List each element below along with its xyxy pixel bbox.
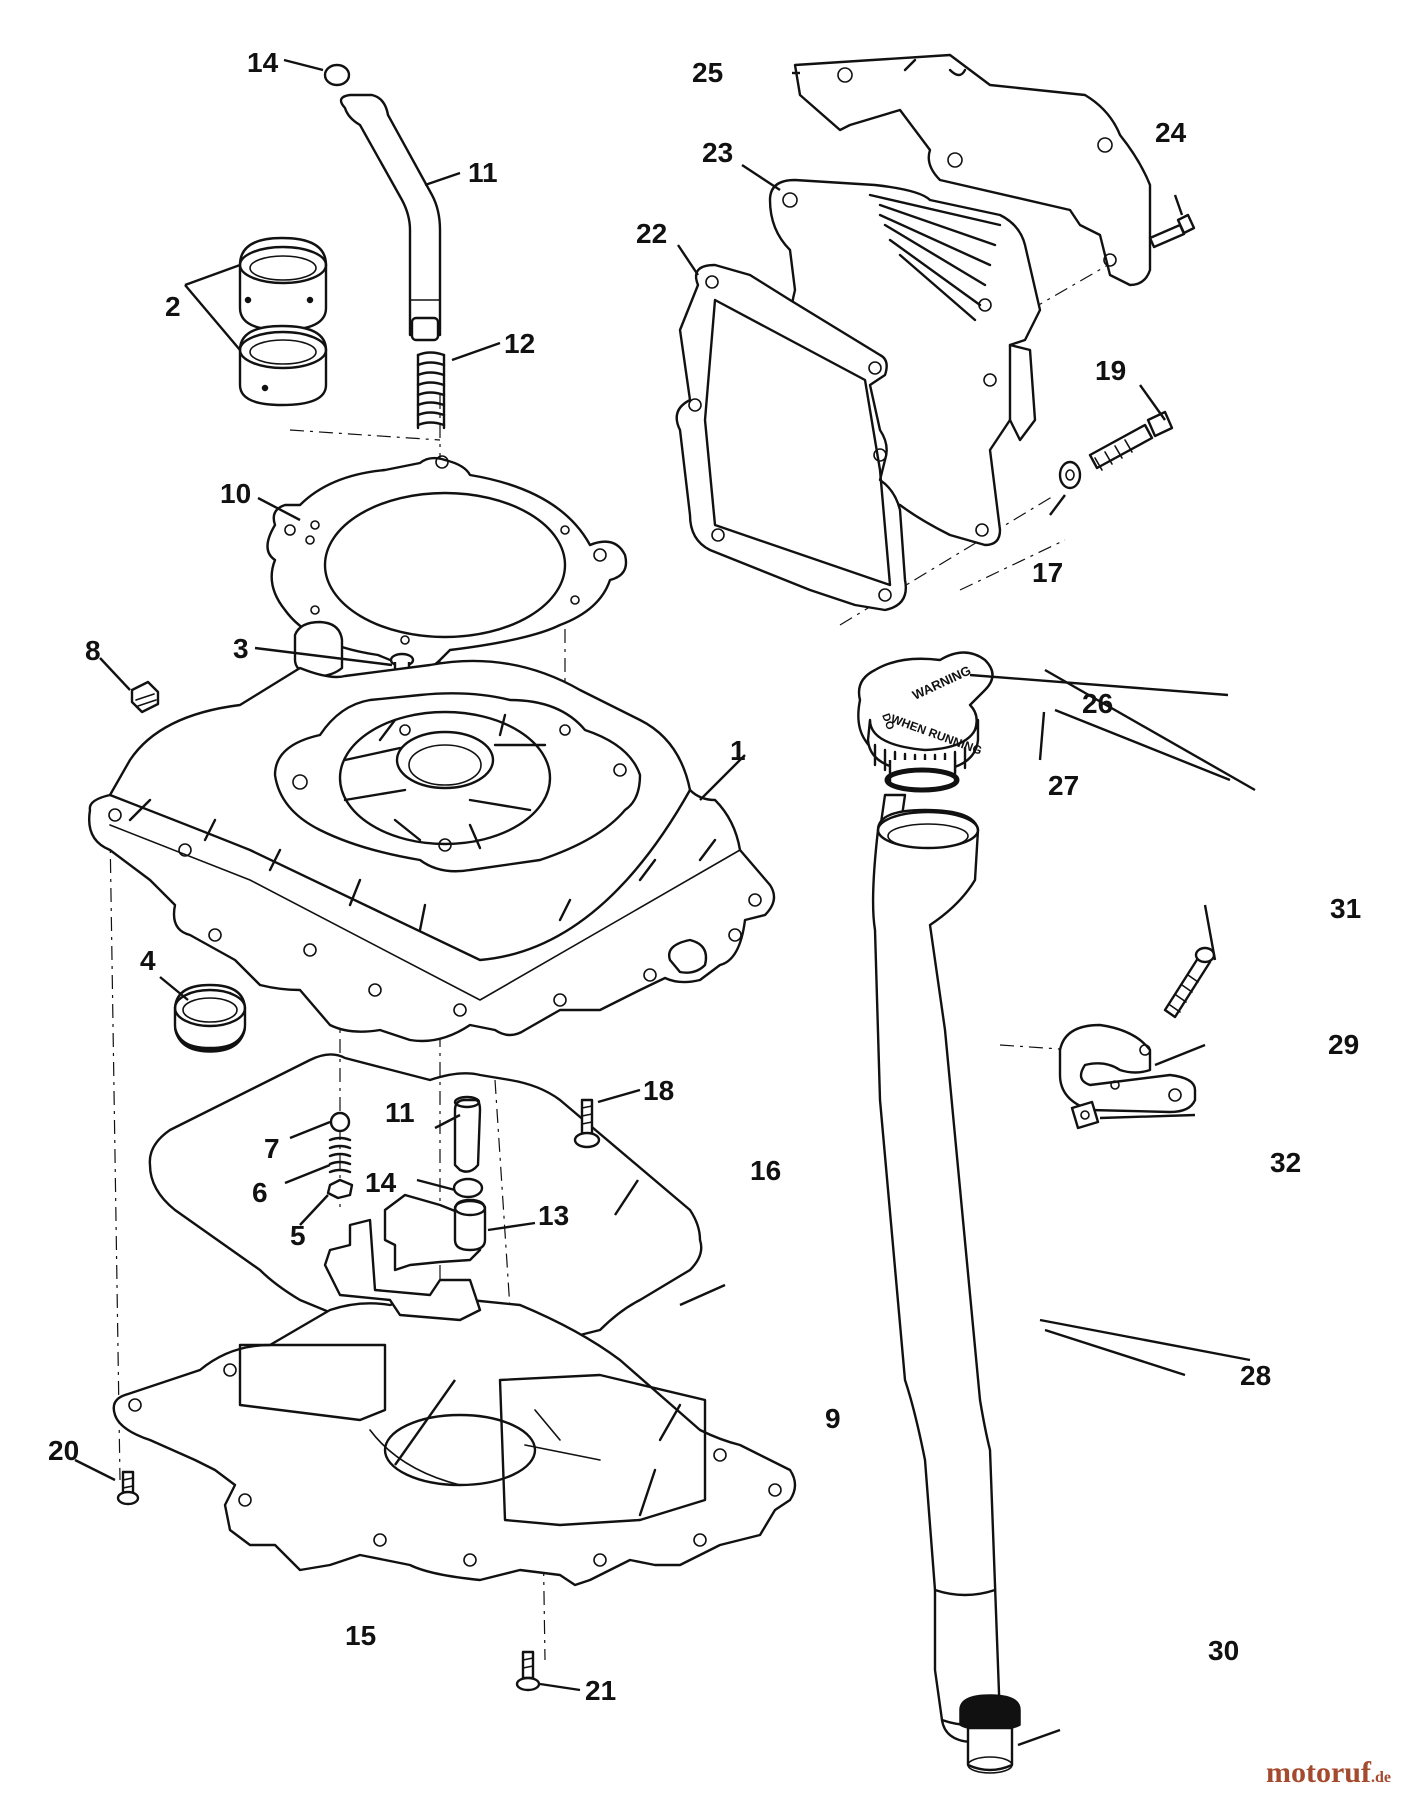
part-27-cap-oring [884,767,960,793]
part-21-screw [515,1650,541,1692]
callout-2: 2 [165,291,181,322]
callout-1: 1 [730,735,746,766]
callout-20: 20 [48,1435,79,1466]
callout-17: 17 [1032,557,1063,588]
part-9-base-plate [112,1218,797,1587]
part-19-bolt [1088,410,1174,471]
part-11-breather-tube [339,93,442,342]
part-8-plug [130,680,160,714]
part-32-clip-nut [1070,1100,1100,1130]
callout-3: 3 [233,633,249,664]
callout-10: 10 [220,478,251,509]
callout-14-lower: 14 [365,1167,397,1198]
part-18-screw [573,1098,601,1149]
callout-16: 16 [750,1155,781,1186]
callout-32: 32 [1270,1147,1301,1178]
part-22-breather-gasket [675,263,907,612]
callout-24: 24 [1155,117,1187,148]
parts-5-6-7-relief-valve [326,1111,354,1200]
part-20-screw [116,1470,140,1506]
part-10-cylinder-gasket [266,455,628,672]
callout-9: 9 [825,1403,841,1434]
callout-15: 15 [345,1620,376,1651]
part-30-grommet [959,1694,1021,1774]
callout-27: 27 [1048,770,1079,801]
part-31-bolt [1163,946,1216,1019]
part-13-oil-pickup [383,1193,487,1272]
callout-29: 29 [1328,1029,1359,1060]
callout-12: 12 [504,328,535,359]
callout-21: 21 [585,1675,616,1706]
part-2-bearings [238,236,328,407]
callout-13: 13 [538,1200,569,1231]
callout-labels: 14 25 24 23 11 22 2 12 19 10 17 8 3 26 1… [48,47,1361,1706]
callout-11-lower: 11 [385,1097,415,1128]
callout-26: 26 [1082,688,1113,719]
callout-19: 19 [1095,355,1126,386]
watermark-logo: motoruf.de [1266,1756,1391,1790]
callout-5: 5 [290,1220,306,1251]
callout-18: 18 [643,1075,674,1106]
part-28-dipstick-tube [871,793,1002,1744]
part-14-oring-lower [452,1177,484,1199]
callout-4: 4 [140,945,156,976]
callout-31: 31 [1330,893,1361,924]
callout-23: 23 [702,137,733,168]
callout-8: 8 [85,635,101,666]
callout-7: 7 [264,1133,280,1164]
part-25-breather-shield [793,53,1152,287]
callout-22: 22 [636,218,667,249]
leader-lines [74,58,1256,1747]
callout-6: 6 [252,1177,268,1208]
part-4-oil-seal [173,983,247,1053]
cap-label-line2: DO [879,712,896,732]
part-12-spring [416,351,446,430]
part-24-screw [1148,213,1196,249]
part-14-oring-top [323,63,351,87]
watermark-tld: .de [1371,1769,1391,1786]
part-11-lower-tube [453,1095,482,1173]
callout-30: 30 [1208,1635,1239,1666]
part-26-dipstick-cap: WARNING DO WHEN RUNNING [857,651,994,792]
watermark-main: motoruf [1266,1756,1371,1789]
part-1-crankcase [88,620,776,1043]
part-17-washer [1058,460,1082,490]
callout-14-top: 14 [247,47,279,78]
callout-25: 25 [692,57,723,88]
callout-28: 28 [1240,1360,1271,1391]
callout-11-top: 11 [468,157,498,188]
part-29-tube-clamp [1058,1023,1197,1114]
